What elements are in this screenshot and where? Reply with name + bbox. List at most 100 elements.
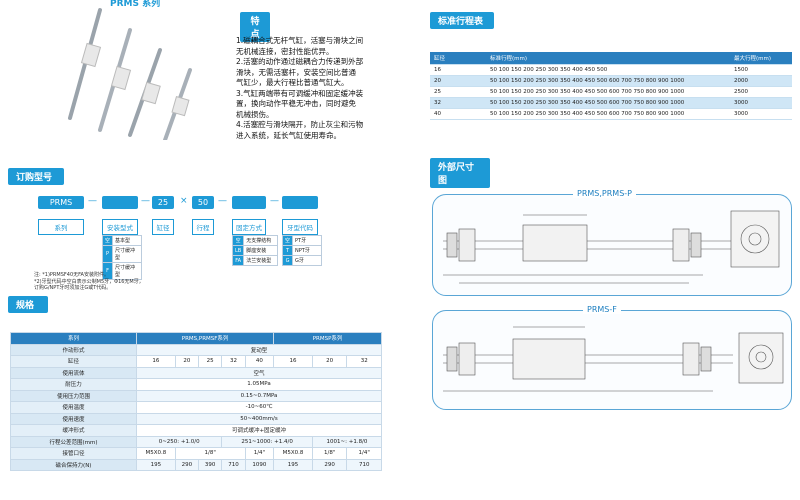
spec-value: 251~1000: +1.4/0 bbox=[221, 435, 313, 448]
spec-label: 作动形式 bbox=[10, 343, 137, 356]
feature-line: 进入系统，延长气缸使用寿命。 bbox=[236, 130, 341, 140]
order-label: 安装型式 bbox=[102, 219, 138, 235]
spec-value: 空气 bbox=[136, 366, 382, 379]
std-strokes: 50 100 150 200 250 300 350 400 450 500 6… bbox=[486, 108, 730, 120]
spec-label: 耐压力 bbox=[10, 378, 137, 391]
spec-value: 25 bbox=[198, 355, 223, 368]
order-stroke-box: 50 bbox=[192, 196, 214, 209]
feature-line: 无机械连接，密封性能优异。 bbox=[236, 46, 334, 56]
note-line: 注: *1)PRMSF40无FA安装附件。 bbox=[34, 272, 109, 278]
opt-key: 空 bbox=[101, 235, 114, 246]
std-bore: 25 bbox=[430, 86, 486, 98]
drawing-prms-p-title: PRMS,PRMS-P bbox=[573, 189, 636, 198]
feature-line: 3.气缸两端带有可调缓冲和固定缓冲装 bbox=[236, 88, 364, 98]
std-strokes: 50 100 150 200 250 300 350 400 450 500 bbox=[486, 64, 730, 76]
std-bore: 32 bbox=[430, 97, 486, 109]
order-series-box: PRMS bbox=[38, 196, 84, 209]
spec-label: 磁合保持力(N) bbox=[10, 458, 137, 471]
opt-val: 法兰安装型 bbox=[243, 255, 278, 266]
feature-line: 置，换向动作平稳无冲击，同时避免 bbox=[236, 99, 356, 108]
std-bore: 20 bbox=[430, 75, 486, 87]
spec-label: 使用压力范围 bbox=[10, 389, 137, 402]
std-max: 1500 bbox=[730, 64, 792, 76]
spec-value: 50~400mm/s bbox=[136, 412, 382, 425]
spec-value: 0.15~0.7MPa bbox=[136, 389, 382, 402]
std-max: 2000 bbox=[730, 75, 792, 87]
order-thread-box bbox=[282, 196, 318, 209]
spec-label: 缸径 bbox=[10, 355, 137, 368]
opt-key: 空 bbox=[281, 235, 294, 246]
spec-value: 710 bbox=[346, 458, 382, 471]
spec-value: M5X0.8 bbox=[136, 447, 176, 460]
spec-value: 390 bbox=[198, 458, 223, 471]
opt-key: P bbox=[101, 245, 114, 263]
std-max: 3000 bbox=[730, 97, 792, 109]
drawing-prms-p: PRMS,PRMS-P bbox=[432, 189, 792, 296]
feature-line: 2.活塞的动作通过磁耦合力传递到外部 bbox=[236, 57, 364, 66]
opt-key: LB bbox=[231, 245, 245, 256]
feature-line: 机械损伤。 bbox=[236, 109, 274, 119]
opt-val: 基本型 bbox=[112, 235, 142, 246]
spec-value: 1001~: +1.8/0 bbox=[311, 435, 383, 448]
spec-value: 16 bbox=[136, 355, 176, 368]
order-code-row: PRMS — — 25 × 50 — — bbox=[38, 196, 338, 210]
note-line: *2)牙型代码中空白表示公制M5牙，Φ16无M牙， bbox=[34, 278, 144, 285]
order-sep: — bbox=[141, 196, 150, 206]
opt-val: NPT牙 bbox=[292, 245, 322, 256]
spec-value: 20 bbox=[311, 355, 348, 368]
std-max: 3000 bbox=[730, 108, 792, 120]
std-strokes: 50 100 150 200 250 300 350 400 450 500 6… bbox=[486, 75, 730, 87]
spec-value: M5X0.8 bbox=[273, 447, 313, 460]
order-fix-box bbox=[232, 196, 266, 209]
std-head: 最大行程(mm) bbox=[730, 52, 792, 65]
std-bore: 40 bbox=[430, 108, 486, 120]
opt-key: 空 bbox=[231, 235, 245, 246]
opt-key: F bbox=[101, 262, 114, 280]
spec-value: 20 bbox=[174, 355, 200, 368]
std-stroke-table: 缸径 标准行程(mm) 最大行程(mm) 16 50 100 150 200 2… bbox=[430, 52, 792, 120]
std-strokes: 50 100 150 200 250 300 350 400 450 500 6… bbox=[486, 97, 730, 109]
spec-value: 1090 bbox=[244, 458, 275, 471]
opt-val: 无支撑结构 bbox=[243, 235, 278, 246]
order-label: 行程 bbox=[192, 219, 214, 235]
spec-label: 使用流体 bbox=[10, 366, 137, 379]
order-sep: — bbox=[218, 196, 227, 206]
order-notes: 注: *1)PRMSF40无FA安装附件。 *2)牙型代码中空白表示公制M5牙，… bbox=[34, 272, 294, 292]
spec-value: 16 bbox=[273, 355, 313, 368]
spec-value: 复动型 bbox=[136, 343, 382, 356]
std-bore: 16 bbox=[430, 64, 486, 76]
spec-label: 接管口径 bbox=[10, 447, 137, 460]
features-header: 特点 bbox=[240, 12, 270, 42]
opt-val: 尺寸缓冲型 bbox=[112, 262, 142, 280]
opt-val: 尺寸缓冲型 bbox=[112, 245, 142, 263]
order-labels: 系列 安装型式 缸径 行程 固定方式 牙型代码 bbox=[38, 219, 338, 235]
spec-value: 1/4" bbox=[244, 447, 275, 460]
drawing-prms-f: PRMS-F bbox=[432, 305, 792, 410]
order-label: 牙型代码 bbox=[282, 219, 318, 235]
note-line: 订购G/NPT牙时须加注G或T代码。 bbox=[34, 285, 112, 291]
std-stroke-header: 标准行程表 bbox=[430, 12, 494, 29]
drawing-prms-f-svg bbox=[443, 326, 784, 392]
order-sep: × bbox=[180, 196, 188, 206]
opt-key: G bbox=[281, 255, 294, 266]
drawing-prms-f-title: PRMS-F bbox=[583, 305, 621, 314]
spec-head: PRMS,PRMSF系列 bbox=[135, 332, 275, 345]
feature-line: 4.活塞腔与滑块隔开，防止灰尘和污物 bbox=[236, 120, 364, 129]
spec-value: 40 bbox=[244, 355, 275, 368]
spec-value: 32 bbox=[346, 355, 382, 368]
spec-label: 使用速度 bbox=[10, 412, 137, 425]
spec-value: -10~60℃ bbox=[136, 401, 382, 414]
order-header: 订购型号 bbox=[8, 168, 64, 185]
feature-line: 滑块，无需活塞杆，安装空间比普通 bbox=[236, 67, 356, 77]
product-photo bbox=[30, 0, 220, 142]
spec-head: PRMSP系列 bbox=[273, 332, 382, 345]
spec-value: 290 bbox=[174, 458, 200, 471]
spec-value: 32 bbox=[221, 355, 246, 368]
std-head: 标准行程(mm) bbox=[486, 52, 730, 65]
order-label: 系列 bbox=[38, 219, 84, 235]
order-sep: — bbox=[270, 196, 279, 206]
order-label: 缸径 bbox=[152, 219, 174, 235]
order-bore-box: 25 bbox=[152, 196, 174, 209]
outline-header: 外部尺寸图 bbox=[430, 158, 490, 188]
